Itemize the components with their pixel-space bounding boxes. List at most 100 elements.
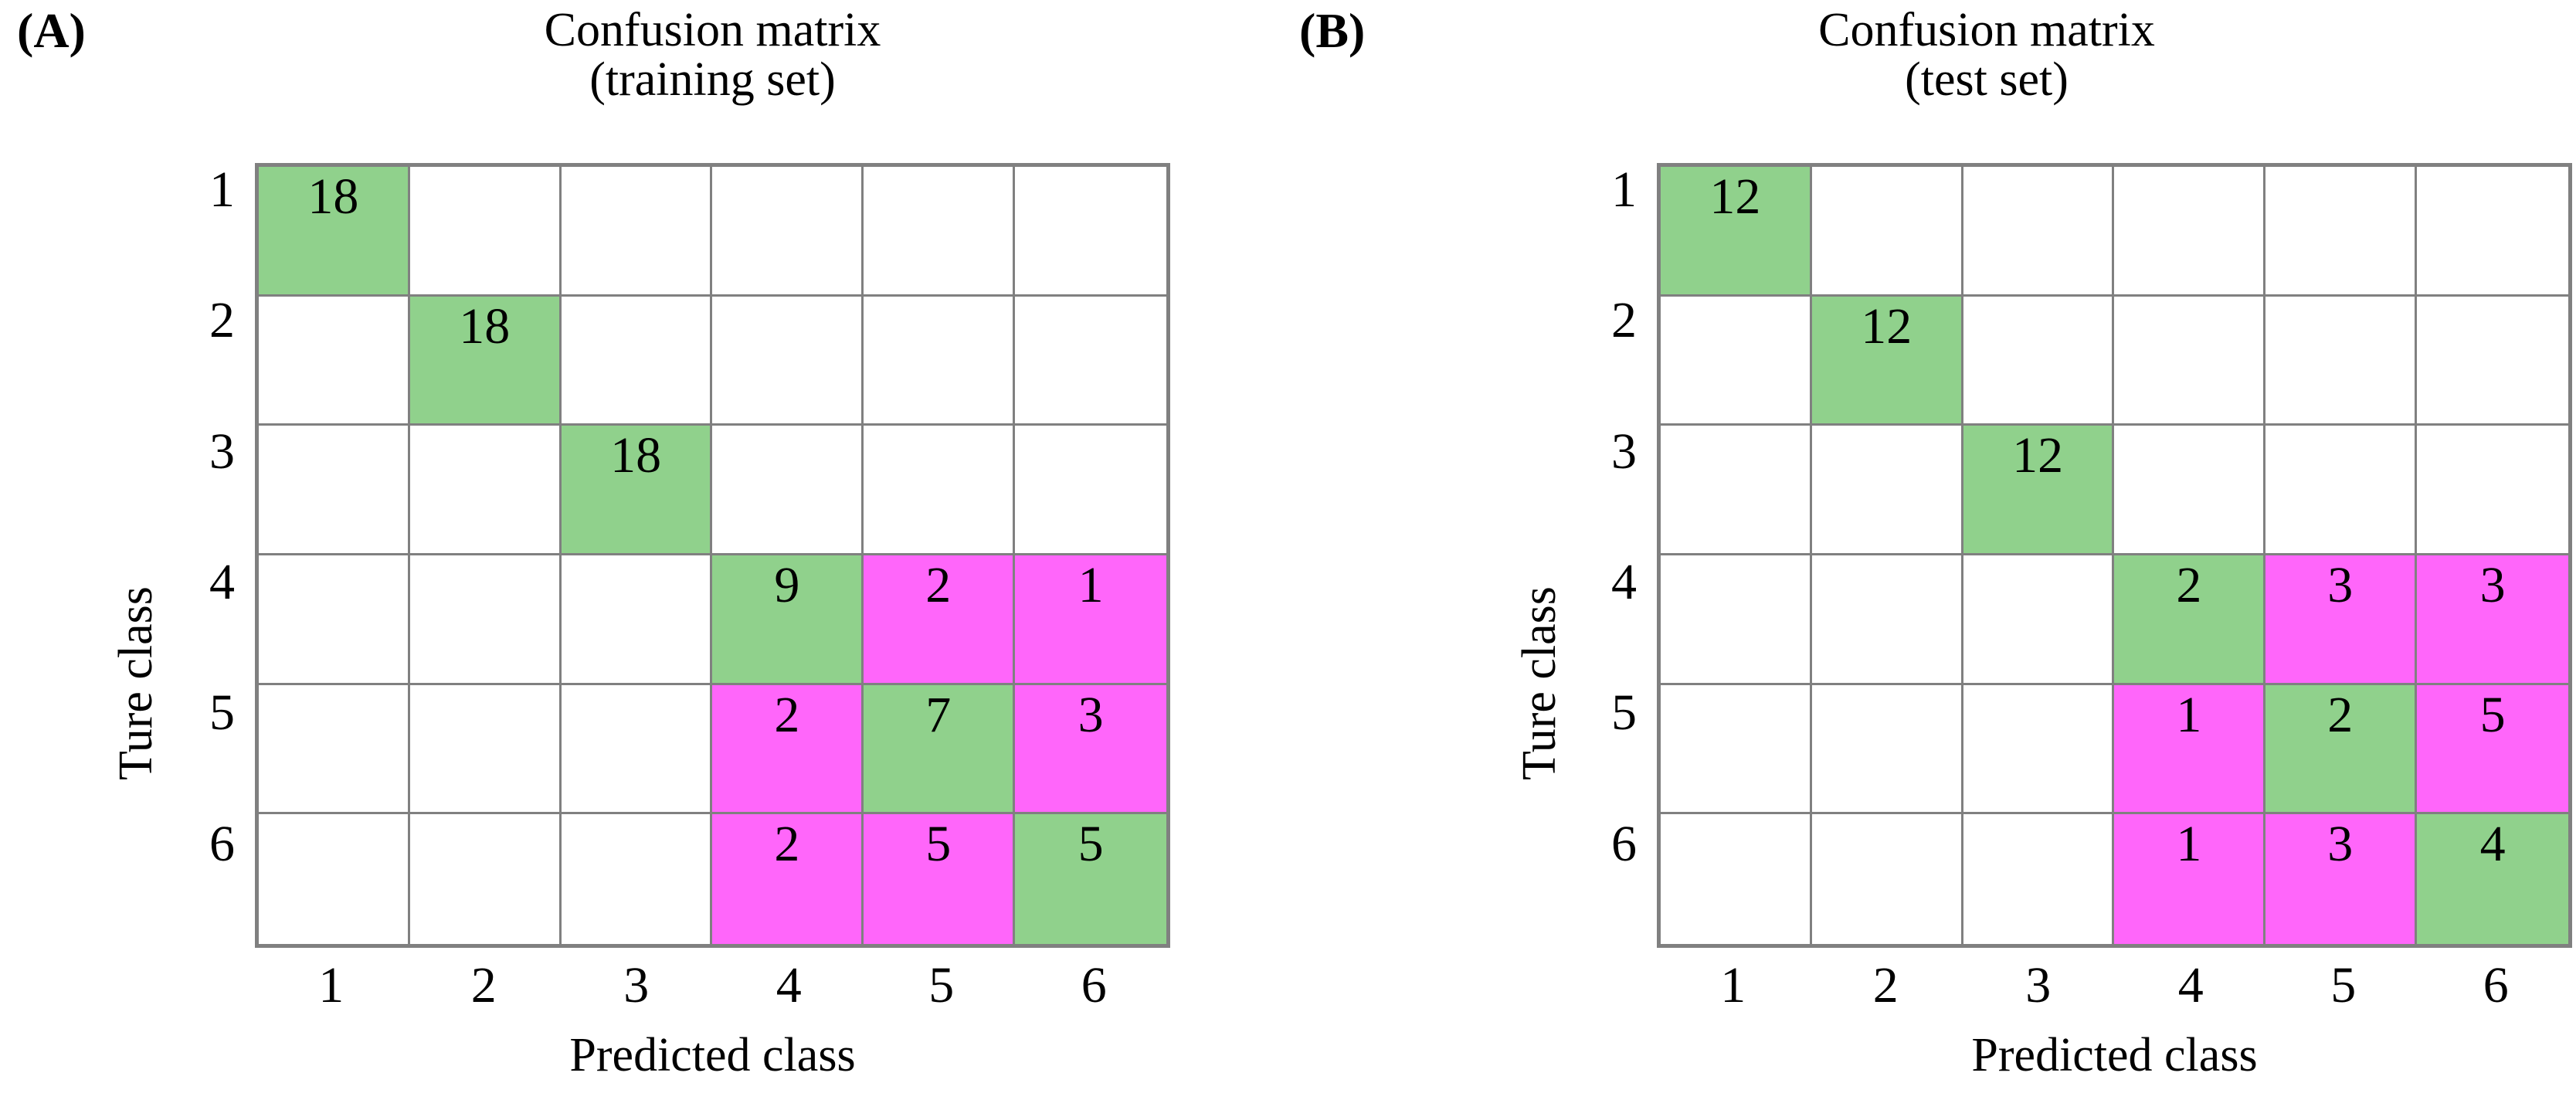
matrix-cell xyxy=(409,684,562,815)
matrix-cell-value: 2 xyxy=(925,557,952,613)
matrix-cell xyxy=(712,426,864,555)
col-tick-label: 1 xyxy=(1720,957,1746,1013)
matrix-cell: 5 xyxy=(864,814,1016,944)
matrix-cell-value: 5 xyxy=(1078,816,1104,873)
matrix-cell xyxy=(1661,426,1812,555)
matrix-cell xyxy=(1963,814,2115,944)
panel-a-col-tick-labels: 1 2 3 4 5 6 xyxy=(255,960,1170,1030)
panel-a-title-line2: (training set) xyxy=(589,53,836,106)
panel-a-x-axis-label: Predicted class xyxy=(569,1029,856,1081)
matrix-cell xyxy=(259,684,410,815)
matrix-cell: 4 xyxy=(2417,814,2568,944)
matrix-cell xyxy=(864,167,1016,297)
panel-b: (B) Confusion matrix (test set) 1 2 3 4 … xyxy=(1288,0,2575,1117)
matrix-cell: 18 xyxy=(259,167,410,297)
col-tick-label: 5 xyxy=(2330,957,2357,1013)
matrix-cell xyxy=(561,555,713,685)
matrix-cell xyxy=(1661,684,1812,815)
matrix-cell xyxy=(561,684,713,815)
matrix-cell xyxy=(2265,426,2418,555)
matrix-cell-value: 3 xyxy=(2327,816,2354,873)
matrix-cell xyxy=(1661,296,1812,426)
col-tick-label: 6 xyxy=(1081,957,1107,1013)
matrix-cell: 1 xyxy=(1015,555,1166,685)
matrix-cell xyxy=(1811,684,1963,815)
panel-a-letter: (A) xyxy=(17,3,86,58)
matrix-cell-value: 12 xyxy=(2012,427,2064,484)
row-tick-label: 3 xyxy=(1611,423,1637,480)
matrix-cell: 5 xyxy=(2417,684,2568,815)
matrix-cell-value: 2 xyxy=(2327,686,2354,743)
matrix-cell xyxy=(259,555,410,685)
panel-a-title-line1: Confusion matrix xyxy=(544,4,881,56)
col-tick-label: 2 xyxy=(1872,957,1899,1013)
matrix-cell xyxy=(561,167,713,297)
matrix-cell-value: 12 xyxy=(1861,297,1912,355)
matrix-cell: 3 xyxy=(2265,555,2418,685)
col-tick-label: 3 xyxy=(2025,957,2052,1013)
matrix-cell-value: 1 xyxy=(2176,816,2202,873)
matrix-cell-value: 3 xyxy=(2479,557,2506,613)
matrix-cell-value: 9 xyxy=(774,557,800,613)
matrix-cell-value: 18 xyxy=(307,168,359,225)
col-tick-label: 2 xyxy=(470,957,497,1013)
col-tick-label: 4 xyxy=(776,957,802,1013)
matrix-cell-value: 1 xyxy=(1078,557,1104,613)
matrix-cell xyxy=(1963,684,2115,815)
matrix-cell xyxy=(409,555,562,685)
matrix-cell xyxy=(2114,167,2266,297)
col-tick-label: 3 xyxy=(623,957,650,1013)
row-tick-label: 2 xyxy=(209,292,235,349)
matrix-cell xyxy=(2417,296,2568,426)
matrix-cell-value: 5 xyxy=(2479,686,2506,743)
col-tick-label: 4 xyxy=(2177,957,2204,1013)
panel-a-row-tick-labels: 1 2 3 4 5 6 xyxy=(179,163,249,948)
matrix-cell xyxy=(1963,555,2115,685)
panel-b-x-axis-label: Predicted class xyxy=(1971,1029,2258,1081)
matrix-cell xyxy=(259,296,410,426)
matrix-cell: 2 xyxy=(712,814,864,944)
row-tick-label: 5 xyxy=(1611,684,1637,742)
matrix-cell xyxy=(1661,555,1812,685)
matrix-cell xyxy=(561,814,713,944)
matrix-cell: 1 xyxy=(2114,814,2266,944)
matrix-cell: 18 xyxy=(409,296,562,426)
matrix-cell: 3 xyxy=(2265,814,2418,944)
matrix-cell xyxy=(1811,814,1963,944)
matrix-cell: 2 xyxy=(2114,555,2266,685)
panel-a-title: Confusion matrix (training set) xyxy=(255,4,1170,106)
panel-b-title-line1: Confusion matrix xyxy=(1818,4,2155,56)
row-tick-label: 4 xyxy=(209,553,235,610)
panel-b-letter: (B) xyxy=(1299,3,1366,58)
matrix-cell xyxy=(864,296,1016,426)
panel-b-title-line2: (test set) xyxy=(1905,53,2069,106)
matrix-cell xyxy=(1963,296,2115,426)
row-tick-label: 1 xyxy=(1611,161,1637,218)
matrix-cell xyxy=(2417,167,2568,297)
col-tick-label: 5 xyxy=(928,957,955,1013)
matrix-cell: 12 xyxy=(1661,167,1812,297)
col-tick-label: 1 xyxy=(318,957,344,1013)
matrix-cell-value: 18 xyxy=(459,297,511,355)
matrix-cell xyxy=(2265,167,2418,297)
matrix-cell-value: 18 xyxy=(610,427,662,484)
matrix-cell xyxy=(2114,296,2266,426)
panel-b-title: Confusion matrix (test set) xyxy=(1543,4,2431,106)
matrix-cell xyxy=(2265,296,2418,426)
panel-a: (A) Confusion matrix (training set) 1 2 … xyxy=(17,3,1170,1081)
matrix-cell: 9 xyxy=(712,555,864,685)
matrix-cell: 18 xyxy=(561,426,713,555)
row-tick-label: 6 xyxy=(209,815,235,872)
matrix-cell xyxy=(1963,167,2115,297)
panel-b-row-tick-labels: 1 2 3 4 5 6 xyxy=(1581,163,1651,948)
panel-b-col-tick-labels: 1 2 3 4 5 6 xyxy=(1657,960,2572,1030)
panel-a-y-axis-label: Ture class xyxy=(110,586,162,780)
matrix-cell xyxy=(409,814,562,944)
matrix-cell-value: 3 xyxy=(1078,686,1104,743)
matrix-cell: 1 xyxy=(2114,684,2266,815)
matrix-cell xyxy=(259,426,410,555)
